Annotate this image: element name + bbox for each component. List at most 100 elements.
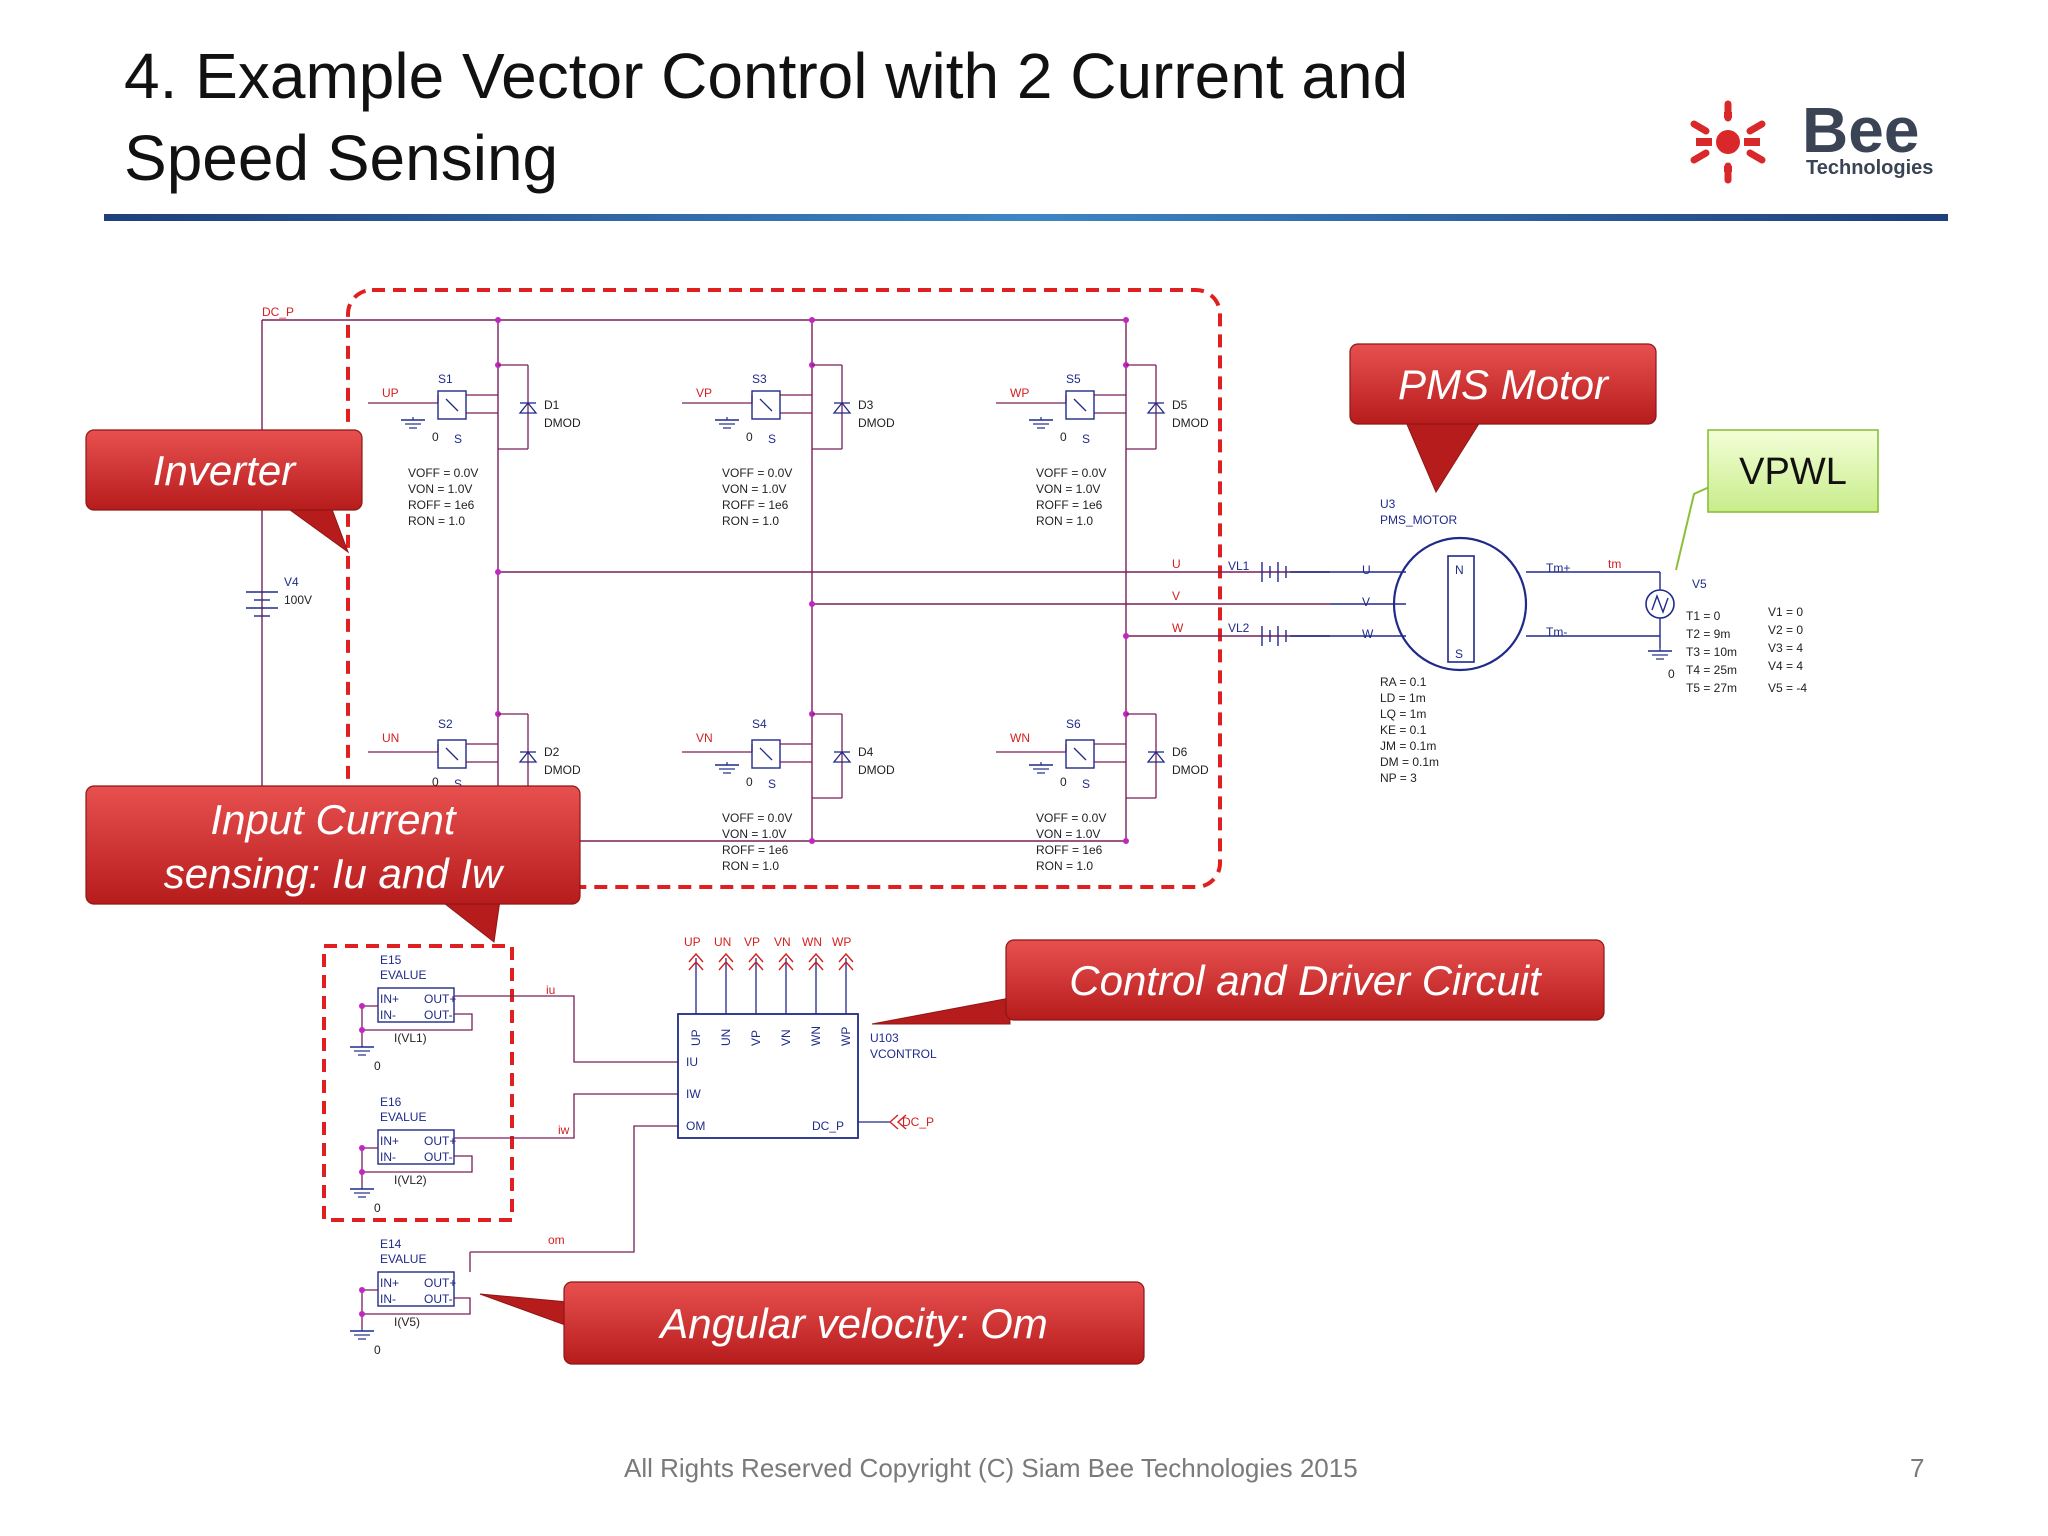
d1-model: DMOD [544, 416, 581, 430]
d1-ref: D1 [544, 398, 560, 412]
vcontrol-port-labels: UP UN VP VN WN WP IU IW OM DC_P [686, 1026, 853, 1133]
e16-ground-label: 0 [374, 1201, 381, 1215]
callout-angular-velocity: Angular velocity: Om [479, 1281, 1145, 1365]
e16-in-minus: IN- [380, 1150, 396, 1164]
tm-net-label: tm [1608, 557, 1621, 571]
offpage-un: UN [714, 935, 731, 949]
s5-param-voff: VOFF = 0.0V [1036, 466, 1106, 480]
e14-out-minus: OUT- [424, 1292, 453, 1306]
s1-s-pin: S [454, 432, 462, 446]
callout-input-current-line-2: sensing: Iu and Iw [164, 850, 505, 897]
e16-out-minus: OUT- [424, 1150, 453, 1164]
motor-part: PMS_MOTOR [1380, 513, 1457, 527]
v5-ground-icon [1647, 647, 1673, 660]
motor-param-ld: LD = 1m [1380, 691, 1426, 705]
v5-params: T1 = 0 T2 = 9m T3 = 10m T4 = 25m T5 = 27… [1686, 605, 1807, 695]
e15-type: EVALUE [380, 968, 426, 982]
s5-param-von: VON = 1.0V [1036, 482, 1100, 496]
s3-s-pin: S [768, 432, 776, 446]
evalue-e16: E16 EVALUE IN+ IN- OUT+ OUT- I(VL2) 0 [349, 1095, 473, 1215]
port-wn: WN [809, 1026, 823, 1046]
callout-control-driver: Control and Driver Circuit [871, 939, 1605, 1025]
phase-w-net: W [1172, 621, 1184, 635]
e16-expr: I(VL2) [394, 1173, 427, 1187]
e14-out-plus: OUT+ [424, 1276, 456, 1290]
s1-param-von: VON = 1.0V [408, 482, 472, 496]
s2-ref: S2 [438, 717, 453, 731]
s3-drive-net: VP [696, 386, 712, 400]
logo-word: Bee [1802, 94, 1919, 166]
d4-ref: D4 [858, 745, 874, 759]
vl1-ref: VL1 [1228, 559, 1250, 573]
e14-expr: I(V5) [394, 1315, 420, 1329]
e16-ref: E16 [380, 1095, 402, 1109]
motor-pin-u: U [1362, 563, 1371, 577]
bee-logo-icon [1690, 100, 1766, 184]
s4-ref: S4 [752, 717, 767, 731]
e15-in-minus: IN- [380, 1008, 396, 1022]
s5-param-roff: ROFF = 1e6 [1036, 498, 1103, 512]
d5-ref: D5 [1172, 398, 1188, 412]
v5-ground-label: 0 [1668, 667, 1675, 681]
title-divider [104, 214, 1948, 221]
motor-ref: U3 [1380, 497, 1396, 511]
s3-param-von: VON = 1.0V [722, 482, 786, 496]
s3-ref: S3 [752, 372, 767, 386]
s1-param-voff: VOFF = 0.0V [408, 466, 478, 480]
s1-drive-net: UP [382, 386, 399, 400]
v5-t5: T5 = 27m [1686, 681, 1737, 695]
switch-cell-s3: VP S3 0 S D3 DMOD VOFF = 0.0V VON = 1.0V… [682, 364, 895, 528]
e15-ground-label: 0 [374, 1059, 381, 1073]
e16-in-plus: IN+ [380, 1134, 399, 1148]
callout-inverter-text: Inverter [153, 447, 297, 494]
s4-param-voff: VOFF = 0.0V [722, 811, 792, 825]
footer-copyright: All Rights Reserved Copyright (C) Siam B… [624, 1453, 1358, 1483]
page-title-line-1: 4. Example Vector Control with 2 Current… [124, 40, 1408, 112]
port-up: UP [689, 1029, 703, 1046]
dc-bus-wiring [261, 319, 1330, 858]
callout-control-driver-text: Control and Driver Circuit [1069, 957, 1543, 1004]
s4-s-pin: S [768, 777, 776, 791]
motor-rotor [1447, 555, 1475, 663]
v4-value: 100V [284, 593, 312, 607]
s2-drive-net: UN [382, 731, 399, 745]
motor-param-dm: DM = 0.1m [1380, 755, 1439, 769]
e15-ref: E15 [380, 953, 402, 967]
motor-param-lq: LQ = 1m [1380, 707, 1426, 721]
s3-param-voff: VOFF = 0.0V [722, 466, 792, 480]
s4-ground-label: 0 [746, 775, 753, 789]
v5-source-symbol [1645, 572, 1675, 636]
offpage-vp: VP [744, 935, 760, 949]
v5-v3: V3 = 4 [1768, 641, 1803, 655]
vcontrol-part: VCONTROL [870, 1047, 937, 1061]
offpage-wn: WN [802, 935, 822, 949]
callout-angular-velocity-text: Angular velocity: Om [657, 1300, 1047, 1347]
v5-v2: V2 = 0 [1768, 623, 1803, 637]
v5-t2: T2 = 9m [1686, 627, 1730, 641]
vl2-ref: VL2 [1228, 621, 1250, 635]
switch-cell-s5: WP S5 0 S D5 DMOD VOFF = 0.0V VON = 1.0V… [996, 364, 1209, 528]
vl1-sensor-symbol [1261, 562, 1287, 582]
page-number: 7 [1910, 1453, 1924, 1483]
dc-p-offpage-arrow [888, 1114, 907, 1130]
offpage-wp: WP [832, 935, 851, 949]
s5-ground-label: 0 [1060, 430, 1067, 444]
motor-tm-minus: Tm- [1546, 625, 1567, 639]
motor-param-np: NP = 3 [1380, 771, 1417, 785]
om-net-label: om [548, 1233, 565, 1247]
callout-pms-motor-text: PMS Motor [1398, 361, 1610, 408]
d3-model: DMOD [858, 416, 895, 430]
callout-vpwl-text: VPWL [1739, 451, 1847, 493]
vcontrol-top-pins [695, 958, 847, 1014]
e15-out-minus: OUT- [424, 1008, 453, 1022]
s6-ground-label: 0 [1060, 775, 1067, 789]
s6-drive-net: WN [1010, 731, 1030, 745]
phase-v-net: V [1172, 589, 1180, 603]
switch-cell-s1: UP S1 0 S D1 DMOD VOFF = 0.0V VON = 1.0V… [368, 364, 581, 528]
s2-ground-label: 0 [432, 775, 439, 789]
e15-in-plus: IN+ [380, 992, 399, 1006]
motor-torque-wires [1526, 571, 1660, 637]
motor-tm-plus: Tm+ [1546, 561, 1570, 575]
v4-battery-symbol [246, 591, 278, 617]
